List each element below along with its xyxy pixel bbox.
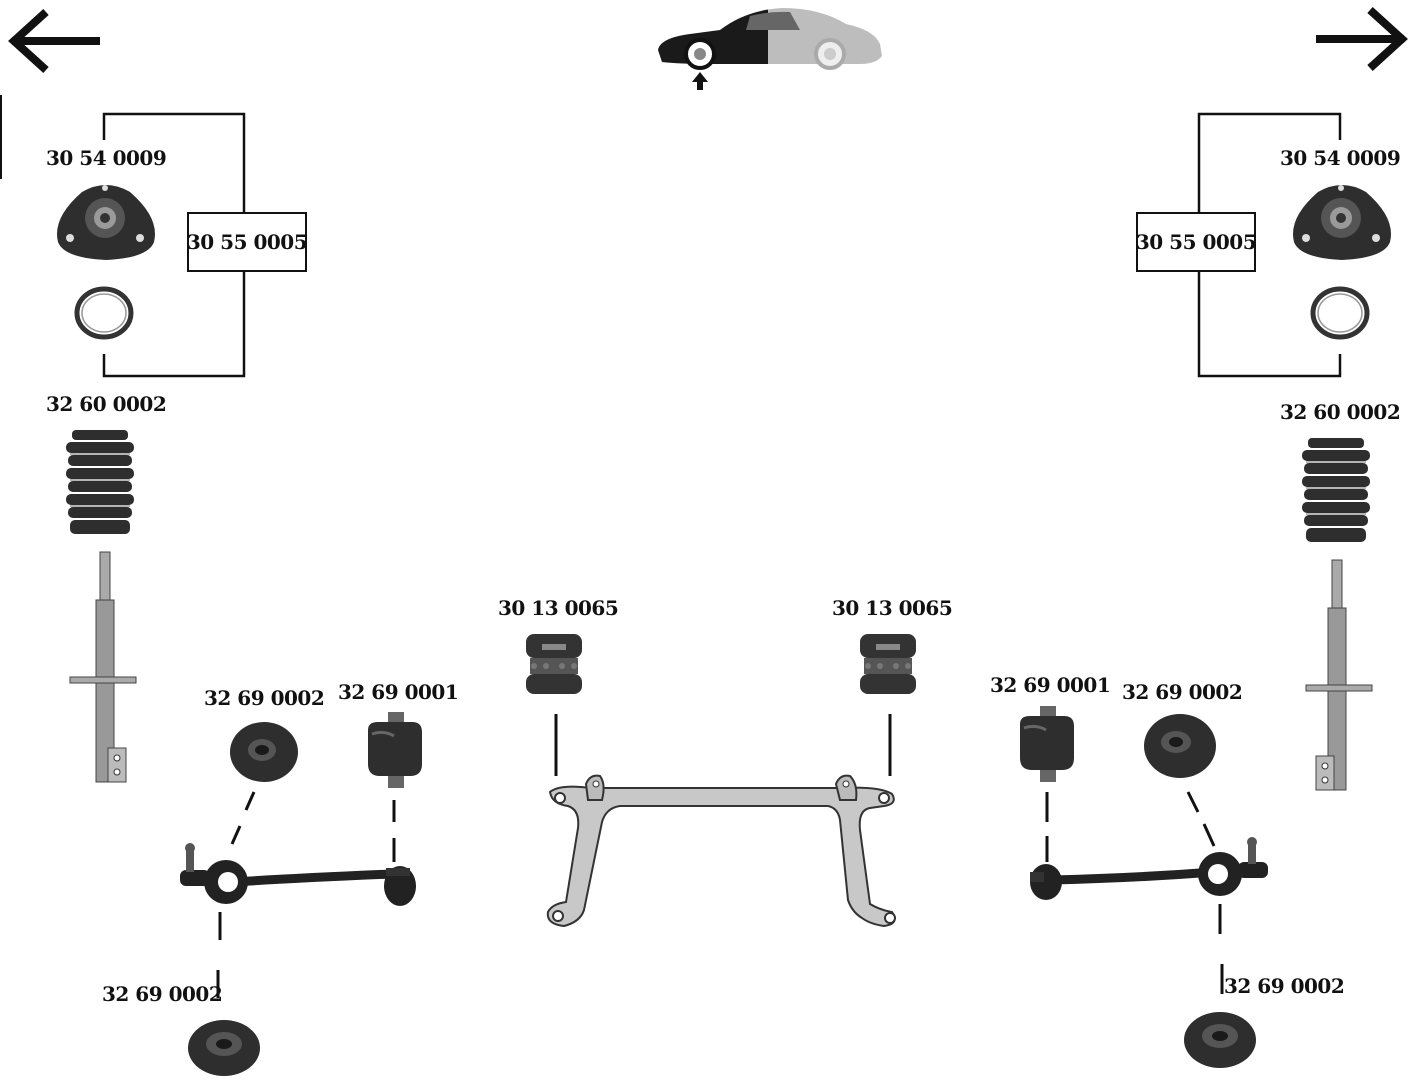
right-dust-boot[interactable]: [1298, 436, 1374, 546]
right-bushing-rear-label: 32 69 0001: [990, 673, 1111, 697]
left-bushing-lower-label: 32 69 0002: [102, 982, 223, 1006]
left-dust-boot[interactable]: [62, 428, 138, 538]
subframe-mount-right-label: 30 13 0065: [832, 596, 953, 620]
left-bushing-front-label: 32 69 0002: [204, 686, 325, 710]
subframe-mount-right[interactable]: [856, 628, 920, 698]
left-seal-ring[interactable]: [72, 284, 136, 342]
forward-arrow-icon[interactable]: [1312, 6, 1410, 72]
left-control-arm-bushing-front[interactable]: [226, 716, 302, 784]
right-strut-mount-label: 30 54 0009: [1280, 146, 1401, 170]
left-strut-mount-label: 30 54 0009: [46, 146, 167, 170]
left-control-arm-bushing-lower[interactable]: [186, 1014, 264, 1078]
back-arrow-icon[interactable]: [6, 8, 104, 74]
right-bushing-lower-label: 32 69 0002: [1224, 974, 1345, 998]
left-control-arm[interactable]: [176, 842, 422, 912]
right-bushing-front-label: 32 69 0002: [1122, 680, 1243, 704]
right-repair-kit-label[interactable]: 30 55 0005: [1136, 212, 1257, 272]
right-control-arm-bushing-front[interactable]: [1140, 708, 1220, 780]
right-control-arm-bushing-lower[interactable]: [1182, 1006, 1260, 1072]
right-strut-mount[interactable]: [1288, 178, 1396, 266]
left-strut-mount[interactable]: [52, 178, 160, 266]
right-seal-ring[interactable]: [1308, 284, 1372, 342]
left-repair-kit-label[interactable]: 30 55 0005: [187, 212, 308, 272]
subframe-mount-left[interactable]: [522, 628, 586, 698]
left-edge-bar: [0, 95, 2, 179]
right-shock-absorber[interactable]: [1304, 558, 1374, 794]
left-dust-boot-label: 32 60 0002: [46, 392, 167, 416]
right-control-arm-bushing-rear[interactable]: [1016, 704, 1078, 784]
right-dust-boot-label: 32 60 0002: [1280, 400, 1401, 424]
front-subframe[interactable]: [540, 770, 906, 930]
left-bushing-rear-label: 32 69 0001: [338, 680, 459, 704]
right-control-arm[interactable]: [1026, 836, 1272, 906]
left-control-arm-bushing-rear[interactable]: [364, 710, 426, 790]
subframe-mount-left-label: 30 13 0065: [498, 596, 619, 620]
left-shock-absorber[interactable]: [68, 550, 138, 786]
car-front-axle-icon[interactable]: [650, 2, 886, 94]
